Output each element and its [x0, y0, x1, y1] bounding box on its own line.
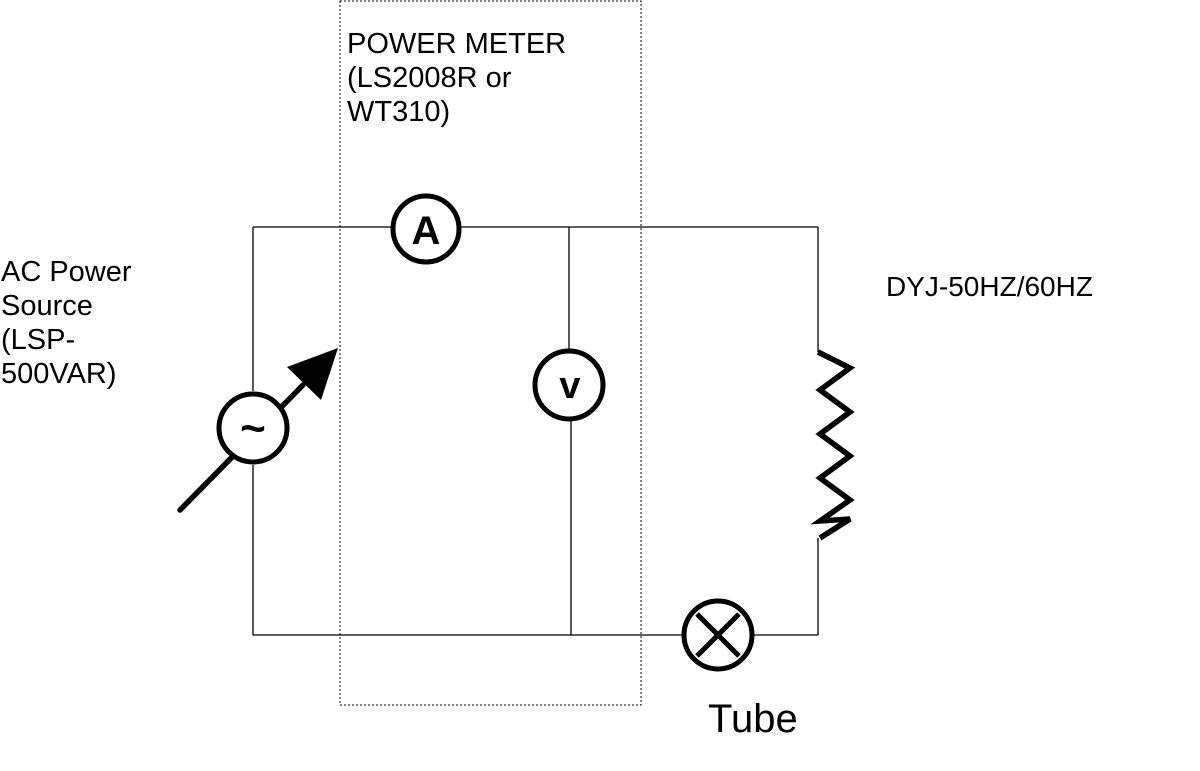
resistor-zigzag [810, 349, 856, 541]
power-meter-label: POWER METER (LS2008R or WT310) [347, 28, 567, 128]
circuit-wires [252, 226, 819, 636]
voltmeter-glyph: v [559, 365, 580, 407]
tube-lamp-icon [681, 598, 755, 672]
ac-source-ring [216, 391, 290, 465]
ac-source-label: AC Power Source (LSP- 500VAR) [1, 256, 132, 390]
ammeter-ring [390, 193, 462, 265]
ac-source-glyph: ~ [240, 404, 266, 453]
load-label: DYJ-50HZ/60HZ [886, 271, 1093, 302]
tube-label: Tube [708, 697, 798, 741]
voltmeter-ring [532, 348, 606, 422]
ac-source-symbol: ~ [216, 391, 290, 465]
voltmeter: v [532, 348, 606, 422]
ammeter-glyph: A [412, 209, 441, 253]
power-meter-boundary [339, 0, 642, 706]
ammeter: A [390, 193, 462, 265]
